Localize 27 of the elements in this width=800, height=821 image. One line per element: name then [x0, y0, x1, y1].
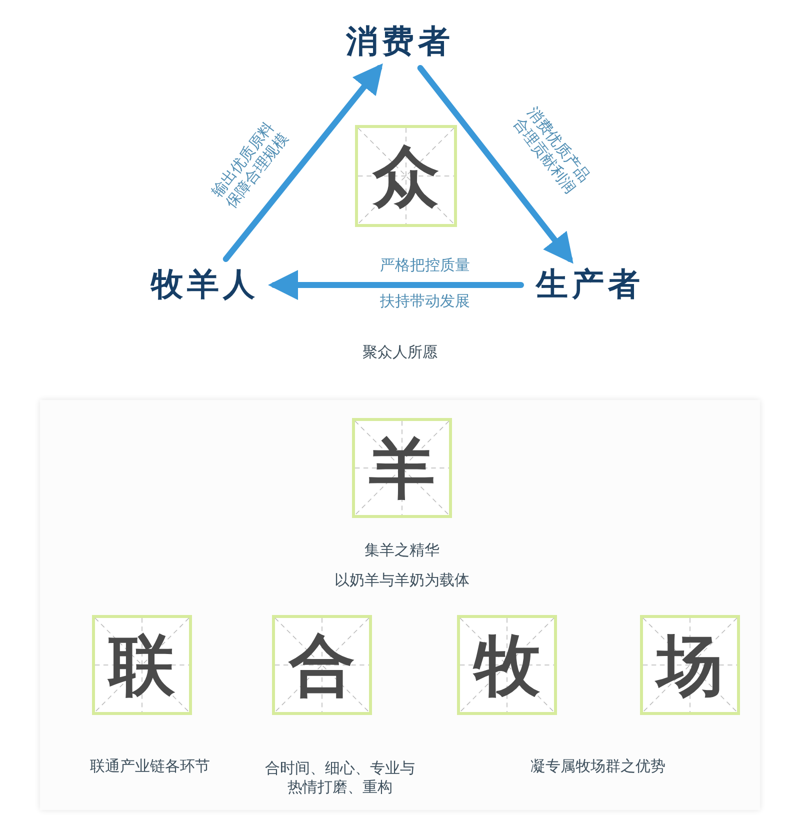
character-grid-box — [640, 615, 740, 715]
edge-label: 输出优质原料保障合理规模 — [207, 118, 292, 212]
role-label: 消费者 — [346, 21, 454, 62]
role-label: 牧羊人 — [151, 264, 259, 305]
caption-text: 凝专属牧场群之优势 — [530, 756, 666, 776]
character-text: 场 — [657, 632, 723, 698]
arrow — [417, 65, 574, 264]
character-text: 羊 — [369, 435, 435, 501]
character-grid-box — [457, 615, 557, 715]
character-grid-box — [355, 125, 457, 227]
edge-label: 严格把控质量扶持带动发展 — [379, 255, 470, 312]
caption-text: 联通产业链各环节 — [89, 756, 211, 776]
character-grid-box — [92, 615, 192, 715]
caption-text: 合时间、细心、专业与热情打磨、重构 — [265, 759, 415, 797]
caption-text: 以奶羊与羊奶为载体 — [334, 570, 470, 590]
character-text: 联 — [109, 632, 175, 698]
role-label: 生产者 — [536, 264, 644, 305]
character-grid-box — [272, 615, 372, 715]
arrow — [222, 63, 383, 262]
character-text: 牧 — [474, 632, 540, 698]
caption-text: 聚众人所愿 — [362, 342, 438, 362]
edge-label: 消费优质产品合理贡献利润 — [509, 102, 594, 198]
arrow — [268, 270, 524, 300]
character-text: 众 — [373, 143, 439, 209]
character-text: 合 — [289, 632, 355, 698]
caption-text: 集羊之精华 — [364, 540, 440, 560]
character-grid-box — [352, 418, 452, 518]
